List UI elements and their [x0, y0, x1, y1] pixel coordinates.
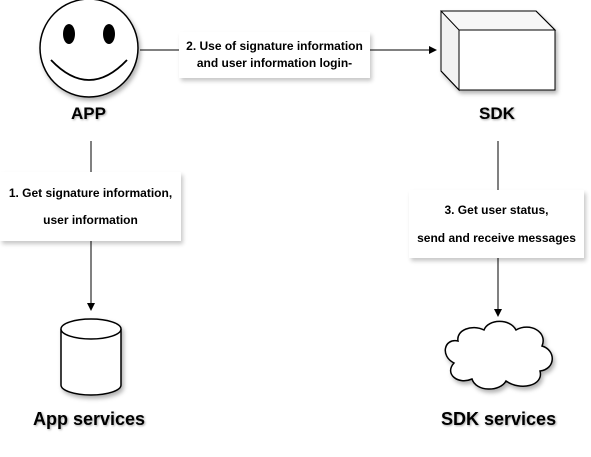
step-2-line-1: 2. Use of signature information: [186, 39, 363, 53]
cube-icon: [439, 10, 557, 92]
step-2-label: 2. Use of signature information and user…: [179, 32, 370, 78]
sdk-label: SDK: [479, 104, 515, 123]
step-1-line-1: 1. Get signature information,: [8, 186, 173, 200]
app-label: APP: [71, 104, 106, 123]
step-1-line-2: user information: [43, 213, 138, 227]
step-3-line-1: 3. Get user status,: [444, 203, 549, 217]
database-cylinder-icon: [60, 318, 122, 396]
cloud-icon: [444, 320, 553, 390]
sdk-services-label: SDK services: [441, 409, 557, 429]
step-3-label: 3. Get user status, send and receive mes…: [409, 190, 584, 258]
app-services-label: App services: [33, 409, 146, 429]
step-2-line-2: and user information login-: [196, 56, 353, 70]
step-1-label: 1. Get signature information, user infor…: [0, 172, 181, 241]
step-3-line-2: send and receive messages: [417, 231, 576, 245]
smiley-face-icon: [39, 0, 139, 98]
